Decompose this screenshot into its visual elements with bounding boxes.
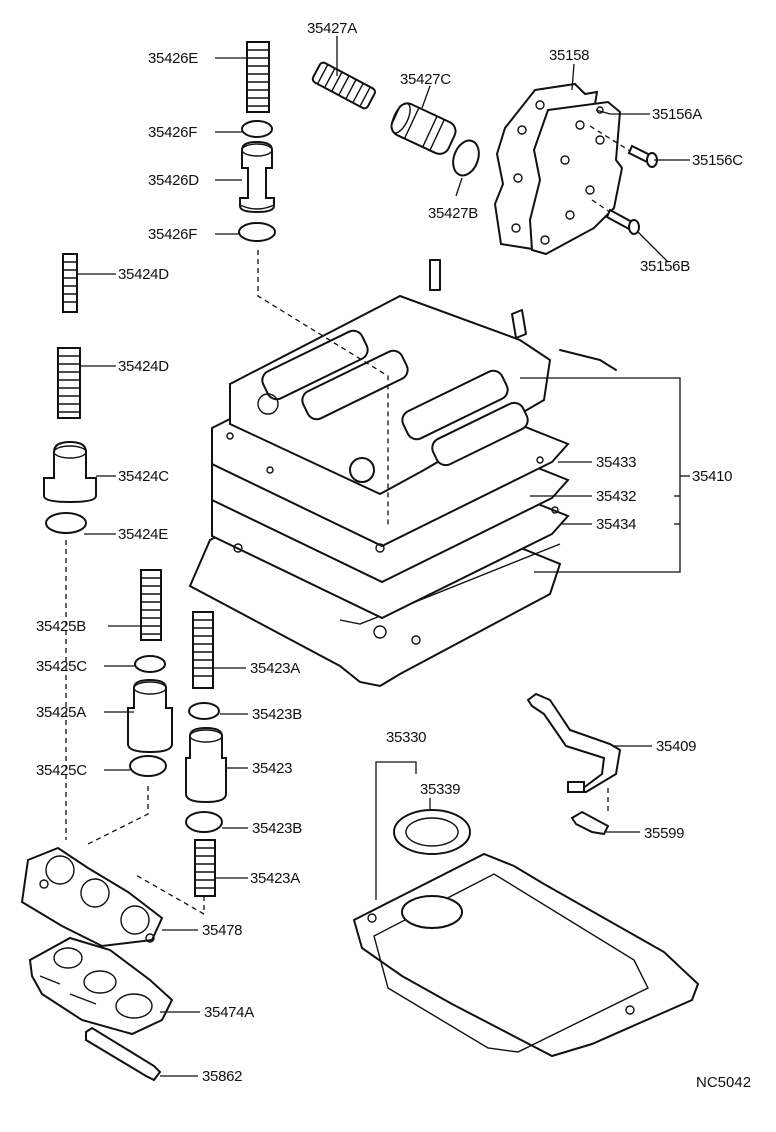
- label-35156A[interactable]: 35156A: [652, 106, 703, 123]
- label-35427C[interactable]: 35427C: [400, 71, 452, 88]
- label-35599[interactable]: 35599: [644, 825, 685, 842]
- label-35409[interactable]: 35409: [656, 738, 697, 755]
- label-35424D-top[interactable]: 35424D: [118, 266, 170, 283]
- label-35478[interactable]: 35478: [202, 922, 243, 939]
- spring-35425B[interactable]: [140, 569, 162, 641]
- label-35158[interactable]: 35158: [549, 47, 590, 64]
- gasket-35478[interactable]: [20, 846, 164, 948]
- label-35425C-bottom[interactable]: 35425C: [36, 762, 88, 779]
- label-35427B[interactable]: 35427B: [428, 205, 479, 222]
- label-35423A-bottom[interactable]: 35423A: [250, 870, 301, 887]
- label-35423B-bottom[interactable]: 35423B: [252, 820, 303, 837]
- valve-35426D[interactable]: [239, 140, 275, 214]
- label-35474A[interactable]: 35474A: [204, 1004, 255, 1021]
- label-35433[interactable]: 35433: [596, 454, 637, 471]
- valve-35425A[interactable]: [127, 678, 173, 754]
- label-35426F-top[interactable]: 35426F: [148, 124, 198, 141]
- ring-35427B[interactable]: [449, 137, 484, 179]
- label-35432[interactable]: 35432: [596, 488, 637, 505]
- label-35434[interactable]: 35434: [596, 516, 637, 533]
- ring-35426F-top[interactable]: [241, 120, 273, 138]
- bolt-35156C[interactable]: [627, 144, 658, 168]
- ring-35423B-top[interactable]: [188, 702, 220, 720]
- label-35423[interactable]: 35423: [252, 760, 293, 777]
- plug-35427C[interactable]: [387, 100, 458, 157]
- label-35410[interactable]: 35410: [692, 468, 733, 485]
- label-35426F-bottom[interactable]: 35426F: [148, 226, 198, 243]
- label-35425B[interactable]: 35425B: [36, 618, 87, 635]
- label-35427A[interactable]: 35427A: [307, 20, 358, 37]
- spring-35424D-top[interactable]: [62, 253, 78, 313]
- diagram-code: NC5042: [696, 1074, 751, 1091]
- label-35339[interactable]: 35339: [420, 781, 461, 798]
- oil-pan-35330[interactable]: [352, 852, 700, 1058]
- body-35474A[interactable]: [28, 936, 174, 1036]
- label-35424C[interactable]: 35424C: [118, 468, 170, 485]
- ring-35426F-bottom[interactable]: [238, 222, 276, 242]
- label-35426D[interactable]: 35426D: [148, 172, 200, 189]
- plate-35862[interactable]: [85, 1026, 162, 1082]
- ring-35425C-bottom[interactable]: [129, 755, 167, 777]
- spring-35426E[interactable]: [246, 41, 270, 113]
- part-labels: 35426E 35426F 35426D 35426F 35427A 35427…: [36, 20, 751, 1091]
- label-35424E[interactable]: 35424E: [118, 526, 169, 543]
- valve-35423[interactable]: [185, 726, 227, 804]
- gasket-35339[interactable]: [393, 809, 471, 855]
- valve-body-assembly[interactable]: [188, 259, 617, 688]
- label-35425A[interactable]: 35425A: [36, 704, 87, 721]
- spring-35423A-top[interactable]: [192, 611, 214, 689]
- label-35862[interactable]: 35862: [202, 1068, 243, 1085]
- plate-35599[interactable]: [570, 810, 610, 836]
- valve-35424C[interactable]: [43, 440, 97, 504]
- spring-35423A-bottom[interactable]: [194, 839, 216, 897]
- label-35424D-bottom[interactable]: 35424D: [118, 358, 170, 375]
- ring-35423B-bottom[interactable]: [185, 811, 223, 833]
- label-35156C[interactable]: 35156C: [692, 152, 744, 169]
- leader-lines: [78, 36, 690, 1077]
- label-35423B-top[interactable]: 35423B: [252, 706, 303, 723]
- ring-35425C-top[interactable]: [134, 655, 166, 673]
- ring-35424E[interactable]: [45, 512, 87, 534]
- label-35330[interactable]: 35330: [386, 729, 427, 746]
- plate-35156A[interactable]: [528, 100, 624, 256]
- detent-spring-35409[interactable]: [526, 692, 622, 793]
- label-35425C-top[interactable]: 35425C: [36, 658, 88, 675]
- spring-35424D-bottom[interactable]: [57, 347, 81, 419]
- spring-35427A[interactable]: [311, 61, 377, 110]
- label-35423A-top[interactable]: 35423A: [250, 660, 301, 677]
- label-35426E[interactable]: 35426E: [148, 50, 199, 67]
- label-35156B[interactable]: 35156B: [640, 258, 691, 275]
- bolt-35156B[interactable]: [605, 208, 640, 235]
